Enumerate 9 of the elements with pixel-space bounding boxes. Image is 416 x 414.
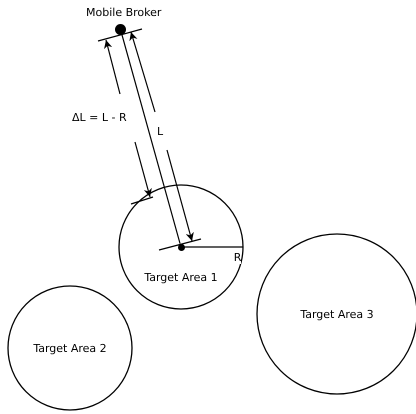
area-label: Target Area 3	[299, 308, 375, 321]
distance-line	[121, 34, 181, 244]
edge-label: R	[234, 251, 242, 264]
dimension-label: L	[157, 125, 164, 138]
dimension-label: ΔL = L - R	[72, 111, 127, 124]
node-label: Mobile Broker	[86, 6, 162, 19]
area-label: Target Area 1	[143, 271, 219, 284]
radius-line	[184, 246, 243, 248]
area-label: Target Area 2	[32, 342, 108, 355]
